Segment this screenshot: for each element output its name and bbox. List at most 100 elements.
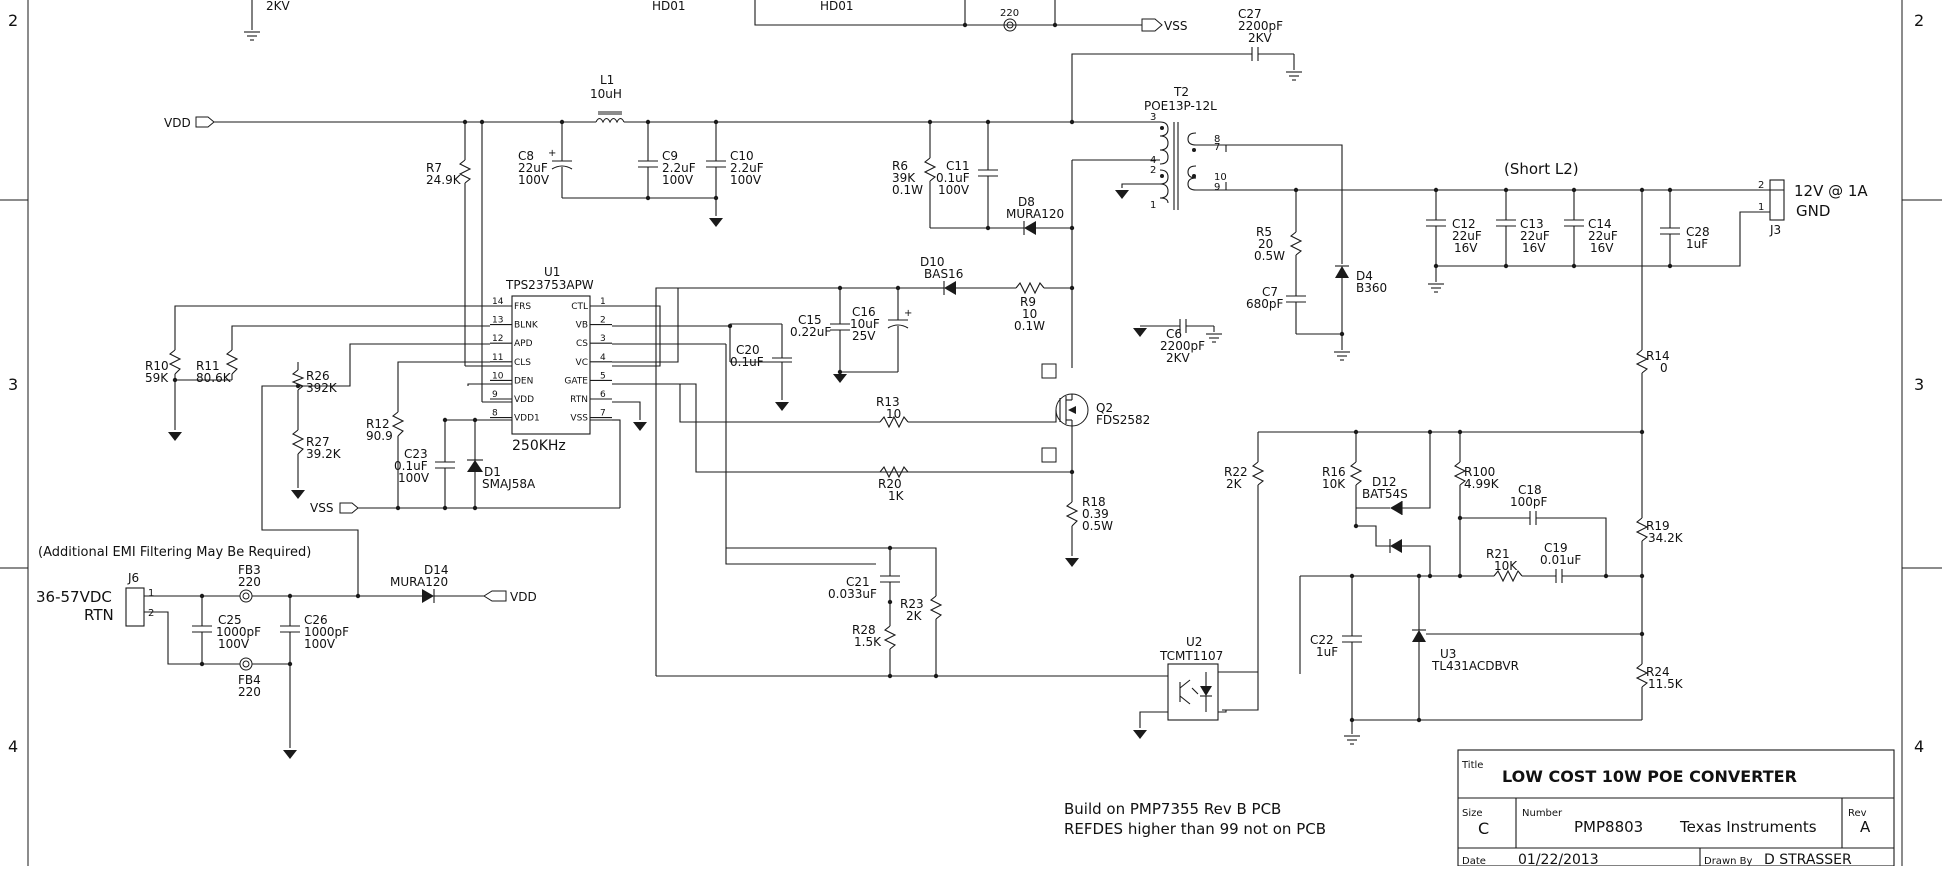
T2-pin4: 4 (1150, 155, 1156, 166)
U1-ref: U1 (544, 265, 560, 279)
C6-value: 2200pF (1160, 339, 1205, 353)
C25-rating: 100V (218, 637, 250, 651)
output-stage: (Short L2) 2 1 J3 12V @ 1A GND C12 22uF … (1426, 160, 1868, 293)
u1-right-network: + C15 0.22uF C16 10uF 25V C20 0.1uF (612, 285, 1072, 565)
C20-value: 0.1uF (730, 355, 764, 369)
R18-power: 0.5W (1082, 519, 1113, 533)
D1-part: SMAJ58A (482, 477, 536, 491)
FB4-ref: FB4 (238, 673, 261, 687)
C27-ref: C27 (1238, 7, 1262, 21)
D10-ref: D10 (920, 255, 945, 269)
u1-pin-name: BLNK (514, 321, 539, 331)
u1-pin-name: CLS (514, 358, 531, 368)
J6-pin2: 2 (148, 608, 154, 619)
short-l2-note: (Short L2) (1504, 160, 1579, 178)
R27-value: 39.2K (306, 447, 342, 461)
net-vdd-input: VDD (510, 590, 537, 604)
D8-ref: D8 (1018, 195, 1035, 209)
rev-value: A (1860, 818, 1871, 836)
C16-ref: C16 (852, 305, 876, 319)
D14-part: MURA120 (390, 575, 448, 589)
J6-ref: J6 (127, 571, 139, 585)
U2-part: TCMT1107 (1159, 649, 1223, 663)
C22-ref: C22 (1310, 633, 1334, 647)
R23-ref: R23 (900, 597, 924, 611)
U1-part: TPS23753APW (505, 278, 594, 292)
title-label: Title (1461, 760, 1483, 771)
title-value: LOW COST 10W POE CONVERTER (1502, 767, 1797, 786)
u1-pin-number: 1 (600, 297, 606, 307)
C26-value: 1000pF (304, 625, 349, 639)
R5-ref: R5 (1256, 225, 1272, 239)
u1-pin-number: 13 (492, 316, 503, 326)
C12-value: 22uF (1452, 229, 1482, 243)
R20-ref: R20 (878, 477, 902, 491)
C10-ref: C10 (730, 149, 754, 163)
R27-ref: R27 (306, 435, 330, 449)
C10-value: 2.2uF (730, 161, 764, 175)
C14-value: 22uF (1588, 229, 1618, 243)
L1-value: 10uH (590, 87, 622, 101)
C9-value: 2.2uF (662, 161, 696, 175)
C8-plus: + (548, 148, 556, 159)
number-label: Number (1522, 808, 1563, 819)
C7-ref: C7 (1262, 285, 1278, 299)
top-hv-label: 2KV (266, 0, 291, 13)
J6-input-label: 36-57VDC (36, 588, 112, 606)
U2-ref: U2 (1186, 635, 1202, 649)
company-value: Texas Instruments (1679, 818, 1817, 836)
C26-ref: C26 (304, 613, 328, 627)
R11-value: 80.6K (196, 371, 232, 385)
R21-value: 10K (1494, 559, 1518, 573)
R5-power: 0.5W (1254, 249, 1285, 263)
C21-value: 0.033uF (828, 587, 877, 601)
U3-part: TL431ACDBVR (1431, 659, 1519, 673)
C8-rating: 100V (518, 173, 550, 187)
T2-pin3: 3 (1150, 112, 1156, 123)
C25-ref: C25 (218, 613, 242, 627)
R6-ref: R6 (892, 159, 908, 173)
C14-ref: C14 (1588, 217, 1612, 231)
C13-ref: C13 (1520, 217, 1544, 231)
D4-part: B360 (1356, 281, 1387, 295)
C13-value: 22uF (1520, 229, 1550, 243)
drawn-label: Drawn By (1704, 856, 1752, 866)
L1-inductor: L1 10uH (590, 73, 622, 101)
R5-value: 20 (1258, 237, 1273, 251)
Q2-ref: Q2 (1096, 401, 1113, 415)
C27-rating: 2KV (1248, 31, 1273, 45)
J3-output-label: 12V @ 1A (1794, 182, 1868, 200)
R21-ref: R21 (1486, 547, 1510, 561)
L1-ref: L1 (600, 73, 614, 87)
R16-ref: R16 (1322, 465, 1346, 479)
vdd-rail: VDD (164, 111, 1075, 130)
feedback-compensation: R22 2K R16 10K D12 BAT54S R100 4.99K C18… (1222, 429, 1642, 745)
D14-ref: D14 (424, 563, 449, 577)
J3-gnd-label: GND (1796, 202, 1830, 220)
u1-pin-name: VB (576, 321, 588, 331)
C26-rating: 100V (304, 637, 336, 651)
top-fb-label: 220 (1000, 8, 1019, 19)
net-vdd-left: VDD (164, 116, 191, 130)
C9-ref: C9 (662, 149, 678, 163)
T2-ref: T2 (1173, 85, 1189, 99)
C23-ref: C23 (404, 447, 428, 461)
emi-note: (Additional EMI Filtering May Be Require… (38, 545, 311, 560)
T2-pin9: 9 (1214, 182, 1220, 193)
u1-pin-name: FRS (514, 302, 531, 312)
C20-ref: C20 (736, 343, 760, 357)
title-block: Title LOW COST 10W POE CONVERTER Size C … (1457, 749, 1895, 868)
row-label-right-4: 4 (1914, 737, 1924, 756)
u1-pin-number: 9 (492, 390, 498, 400)
Q2-part: FDS2582 (1096, 413, 1150, 427)
R23-value: 2K (906, 609, 923, 623)
R13-ref: R13 (876, 395, 900, 409)
C12-ref: C12 (1452, 217, 1476, 231)
number-value: PMP8803 (1574, 818, 1643, 836)
u1-pin-number: 10 (492, 371, 504, 381)
note-line-1: Build on PMP7355 Rev B PCB (1064, 800, 1281, 818)
net-vss-top: VSS (1164, 19, 1187, 33)
C23-rating: 100V (398, 471, 430, 485)
